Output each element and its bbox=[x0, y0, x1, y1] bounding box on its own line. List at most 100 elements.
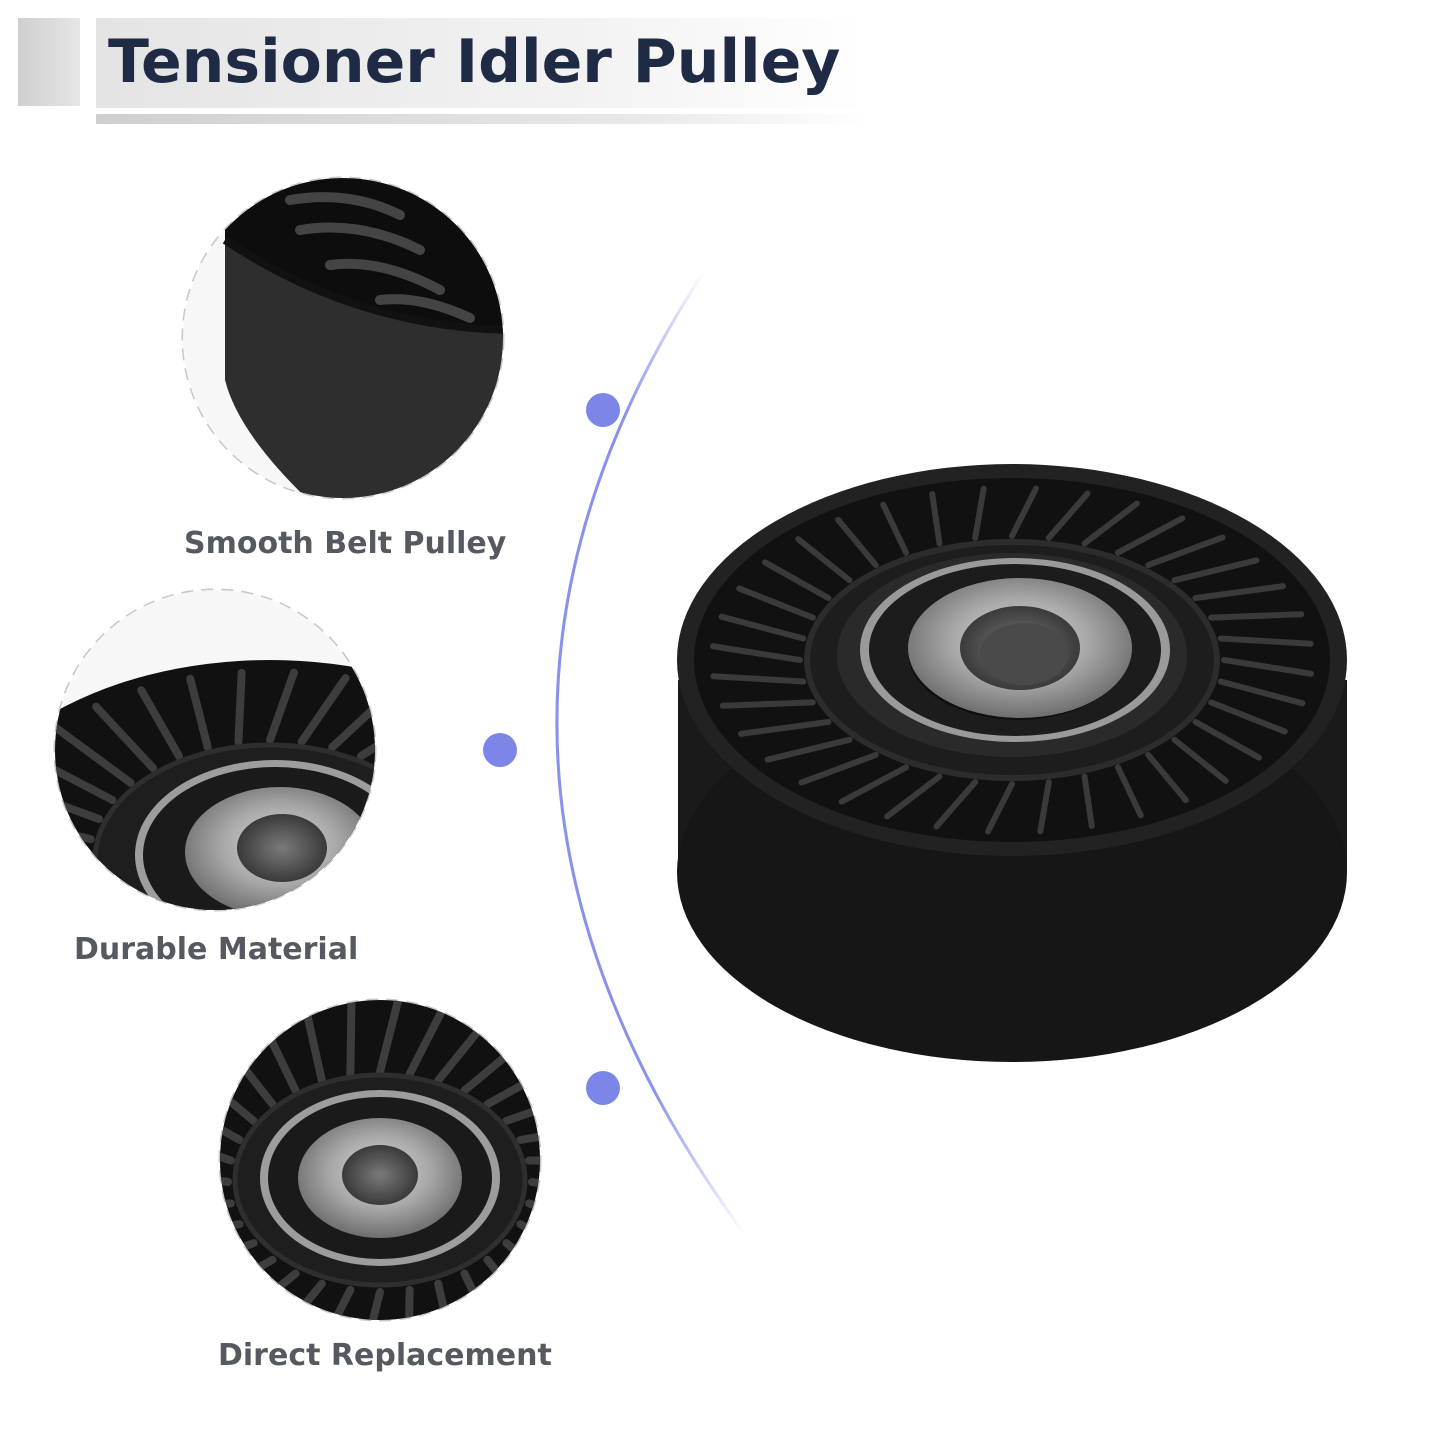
pulley-rib bbox=[762, 559, 832, 601]
pulley-rib bbox=[55, 749, 117, 804]
pulley-rib bbox=[1145, 534, 1226, 569]
pulley-rib bbox=[798, 751, 879, 786]
pulley-rib bbox=[1192, 719, 1262, 761]
pulley-rib bbox=[1217, 678, 1306, 707]
pulley-rib bbox=[1192, 583, 1286, 601]
pulley-rib bbox=[795, 536, 853, 584]
pulley-rib bbox=[838, 764, 909, 805]
pulley-rib bbox=[387, 726, 481, 768]
pulley-rib bbox=[736, 585, 816, 621]
pulley-rib bbox=[92, 702, 158, 773]
pulley-rib bbox=[985, 781, 1015, 835]
pulley-rib bbox=[137, 686, 183, 761]
detail-image-direct-replacement bbox=[218, 998, 542, 1322]
pulley-rib bbox=[449, 881, 560, 907]
pulley-rib bbox=[710, 673, 807, 685]
pulley-rib bbox=[55, 897, 103, 910]
feature-label-direct-replacement: Direct Replacement bbox=[218, 1338, 552, 1373]
pulley-rib bbox=[1081, 500, 1140, 547]
pulley-rib bbox=[220, 1220, 244, 1244]
pulley-rib bbox=[1145, 751, 1189, 804]
pulley-rib bbox=[220, 1239, 258, 1278]
feature-label-smooth-belt: Smooth Belt Pulley bbox=[184, 526, 507, 561]
pulley-rib bbox=[502, 1086, 540, 1125]
pulley-rib bbox=[234, 668, 246, 746]
pulley-rib bbox=[884, 773, 943, 820]
feature-label-durable-material: Durable Material bbox=[74, 932, 359, 967]
pulley-rib bbox=[516, 1120, 540, 1144]
pulley-rib bbox=[356, 1288, 384, 1320]
pulley-rib bbox=[428, 920, 517, 967]
pulley-rib bbox=[1208, 611, 1305, 621]
connector-dot-1 bbox=[586, 393, 620, 427]
pulley-rib bbox=[405, 1000, 451, 1079]
pulley-rib bbox=[972, 485, 987, 541]
main-pulley-image bbox=[677, 464, 1347, 1062]
pulley-rib bbox=[346, 1000, 356, 1079]
pulley-rib bbox=[1115, 515, 1186, 556]
pulley-rib bbox=[357, 701, 375, 761]
pulley-rib bbox=[1208, 699, 1288, 735]
pulley-rib bbox=[220, 1092, 244, 1144]
pulley-rib bbox=[719, 699, 816, 709]
pulley-rib bbox=[1009, 485, 1039, 539]
pulley-rib bbox=[404, 1285, 414, 1320]
header-underline bbox=[96, 114, 866, 124]
pulley-rib bbox=[220, 1162, 232, 1186]
pulley-rib bbox=[220, 1255, 277, 1308]
pulley-rib bbox=[1045, 490, 1091, 541]
pulley-rib bbox=[516, 1220, 540, 1272]
pulley-rib bbox=[1115, 764, 1144, 819]
pulley-rib bbox=[55, 840, 92, 864]
pulley-rib bbox=[483, 1255, 540, 1320]
pulley-rib bbox=[309, 1285, 355, 1320]
pulley-rib bbox=[55, 873, 95, 885]
pulley-rib bbox=[1171, 736, 1229, 784]
connector-dot-3 bbox=[586, 1071, 620, 1105]
pulley-rib bbox=[266, 668, 298, 744]
pulley-rib bbox=[933, 779, 979, 830]
page-title: Tensioner Idler Pulley bbox=[108, 27, 841, 97]
pulley-rib bbox=[528, 1178, 540, 1202]
pulley-rib bbox=[220, 1126, 235, 1165]
pulley-rib bbox=[224, 1269, 300, 1320]
pulley-rib bbox=[297, 674, 350, 746]
pulley-rib bbox=[434, 1279, 460, 1320]
pulley-rib bbox=[428, 779, 541, 800]
pulley-rib bbox=[525, 1199, 540, 1238]
pulley-rib bbox=[718, 613, 807, 642]
pulley-rib bbox=[1217, 635, 1314, 647]
header-banner bbox=[96, 18, 866, 108]
pulley-rib bbox=[55, 724, 135, 787]
pulley-rib bbox=[246, 980, 270, 1047]
pulley-rib bbox=[1171, 557, 1260, 584]
pulley-rib bbox=[709, 643, 803, 663]
pulley-rib bbox=[835, 516, 879, 569]
pulley-rib bbox=[100, 964, 179, 1015]
pulley-rib bbox=[441, 901, 543, 938]
pulley-rib bbox=[328, 685, 375, 752]
connector-arc bbox=[555, 269, 747, 1236]
pulley-rib bbox=[449, 839, 568, 842]
detail-image-smooth-belt bbox=[181, 176, 505, 500]
pulley-rib bbox=[452, 860, 569, 875]
connector-dot-2 bbox=[483, 733, 517, 767]
pulley-rib bbox=[1221, 657, 1315, 677]
pulley-rib bbox=[409, 937, 483, 992]
detail-image-durable-material bbox=[53, 588, 569, 1047]
pulley-rib bbox=[1081, 773, 1095, 829]
pulley-rib bbox=[764, 736, 853, 763]
pulley-rib bbox=[738, 719, 832, 737]
pulley-rib bbox=[880, 501, 909, 556]
pulley-rib bbox=[55, 777, 103, 823]
pulley-rib bbox=[441, 810, 559, 819]
pulley-rib bbox=[929, 491, 943, 547]
pulley-rib bbox=[1037, 779, 1052, 835]
header-accent-block bbox=[18, 18, 80, 106]
pulley-rib bbox=[145, 973, 208, 1031]
pulley-rib bbox=[376, 1000, 404, 1076]
pulley-rib bbox=[186, 674, 212, 752]
pulley-rib bbox=[194, 978, 238, 1042]
pulley-rib bbox=[502, 1239, 540, 1303]
